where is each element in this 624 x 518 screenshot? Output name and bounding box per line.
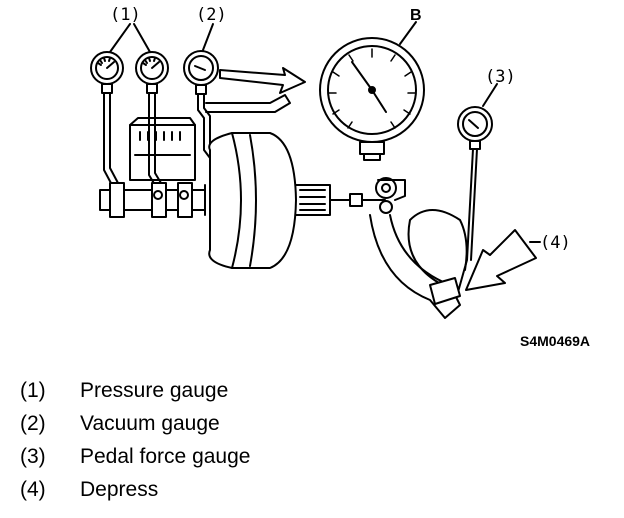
legend-item-label: Depress [80,477,159,501]
callout-2-label: (2) [196,5,227,25]
vacuum-gauge [183,50,291,159]
legend-item-number: (1) [20,378,46,402]
callout-1-leaders [109,23,151,53]
callout-1-label: (1) [110,5,141,25]
legend-item-label: Vacuum gauge [80,411,220,435]
callout-3-label: (3) [485,67,516,87]
callout-2-leader [202,23,214,51]
brake-booster-diagram: (1) (2) B (3) (4) S4M0469A [90,5,590,349]
arrow-to-gauge-b [219,67,306,94]
gauge-b [319,37,425,161]
callout-b-leader [399,21,417,45]
callout-b-label: B [410,7,422,24]
brake-booster [204,132,297,269]
legend-item-pressure-gauge: (1) Pressure gauge [20,374,580,407]
legend-item-number: (4) [20,477,46,501]
legend-item-label: Pedal force gauge [80,444,251,468]
figure-id: S4M0469A [520,333,590,349]
pressure-gauge-left [90,51,124,197]
legend-item-number: (2) [20,411,46,435]
legend: (1) Pressure gauge (2) Vacuum gauge (3) … [20,374,580,506]
legend-item-depress: (4) Depress [20,473,580,506]
depress-arrow [465,229,537,291]
brake-pedal [369,177,461,319]
push-rod [295,184,386,216]
legend-item-number: (3) [20,444,46,468]
pedal-force-gauge [407,106,493,305]
legend-item-pedal-force-gauge: (3) Pedal force gauge [20,440,580,473]
callout-4-label: (4) [540,233,571,253]
legend-item-label: Pressure gauge [80,378,229,402]
master-cylinder [99,117,206,218]
legend-item-vacuum-gauge: (2) Vacuum gauge [20,407,580,440]
callout-3-leader [482,83,498,107]
